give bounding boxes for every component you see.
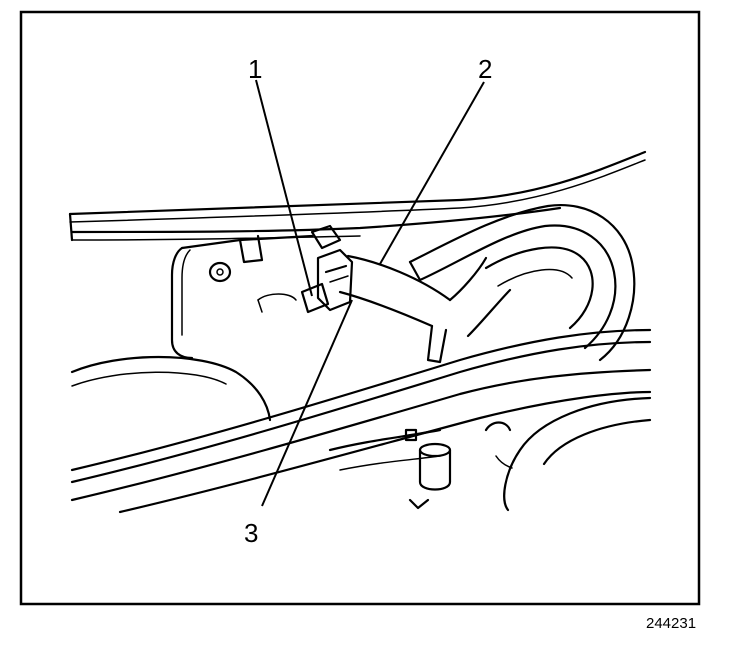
brake-lines — [70, 328, 652, 514]
cowl-panel — [68, 150, 647, 242]
callout-1: 1 — [248, 54, 262, 84]
callout-3: 3 — [244, 518, 258, 548]
figure-frame — [19, 10, 701, 606]
strut-tower — [70, 355, 272, 422]
callout-2: 2 — [478, 54, 492, 84]
lower-components — [328, 396, 652, 512]
hose-clamp — [300, 224, 354, 314]
figure-id: 244231 — [646, 615, 696, 632]
bent-tube — [408, 204, 636, 362]
leader-line-1 — [255, 79, 313, 297]
leader-line-3 — [261, 299, 353, 507]
hose — [338, 254, 512, 364]
mounting-bracket — [170, 234, 314, 360]
leader-line-2 — [379, 81, 485, 265]
